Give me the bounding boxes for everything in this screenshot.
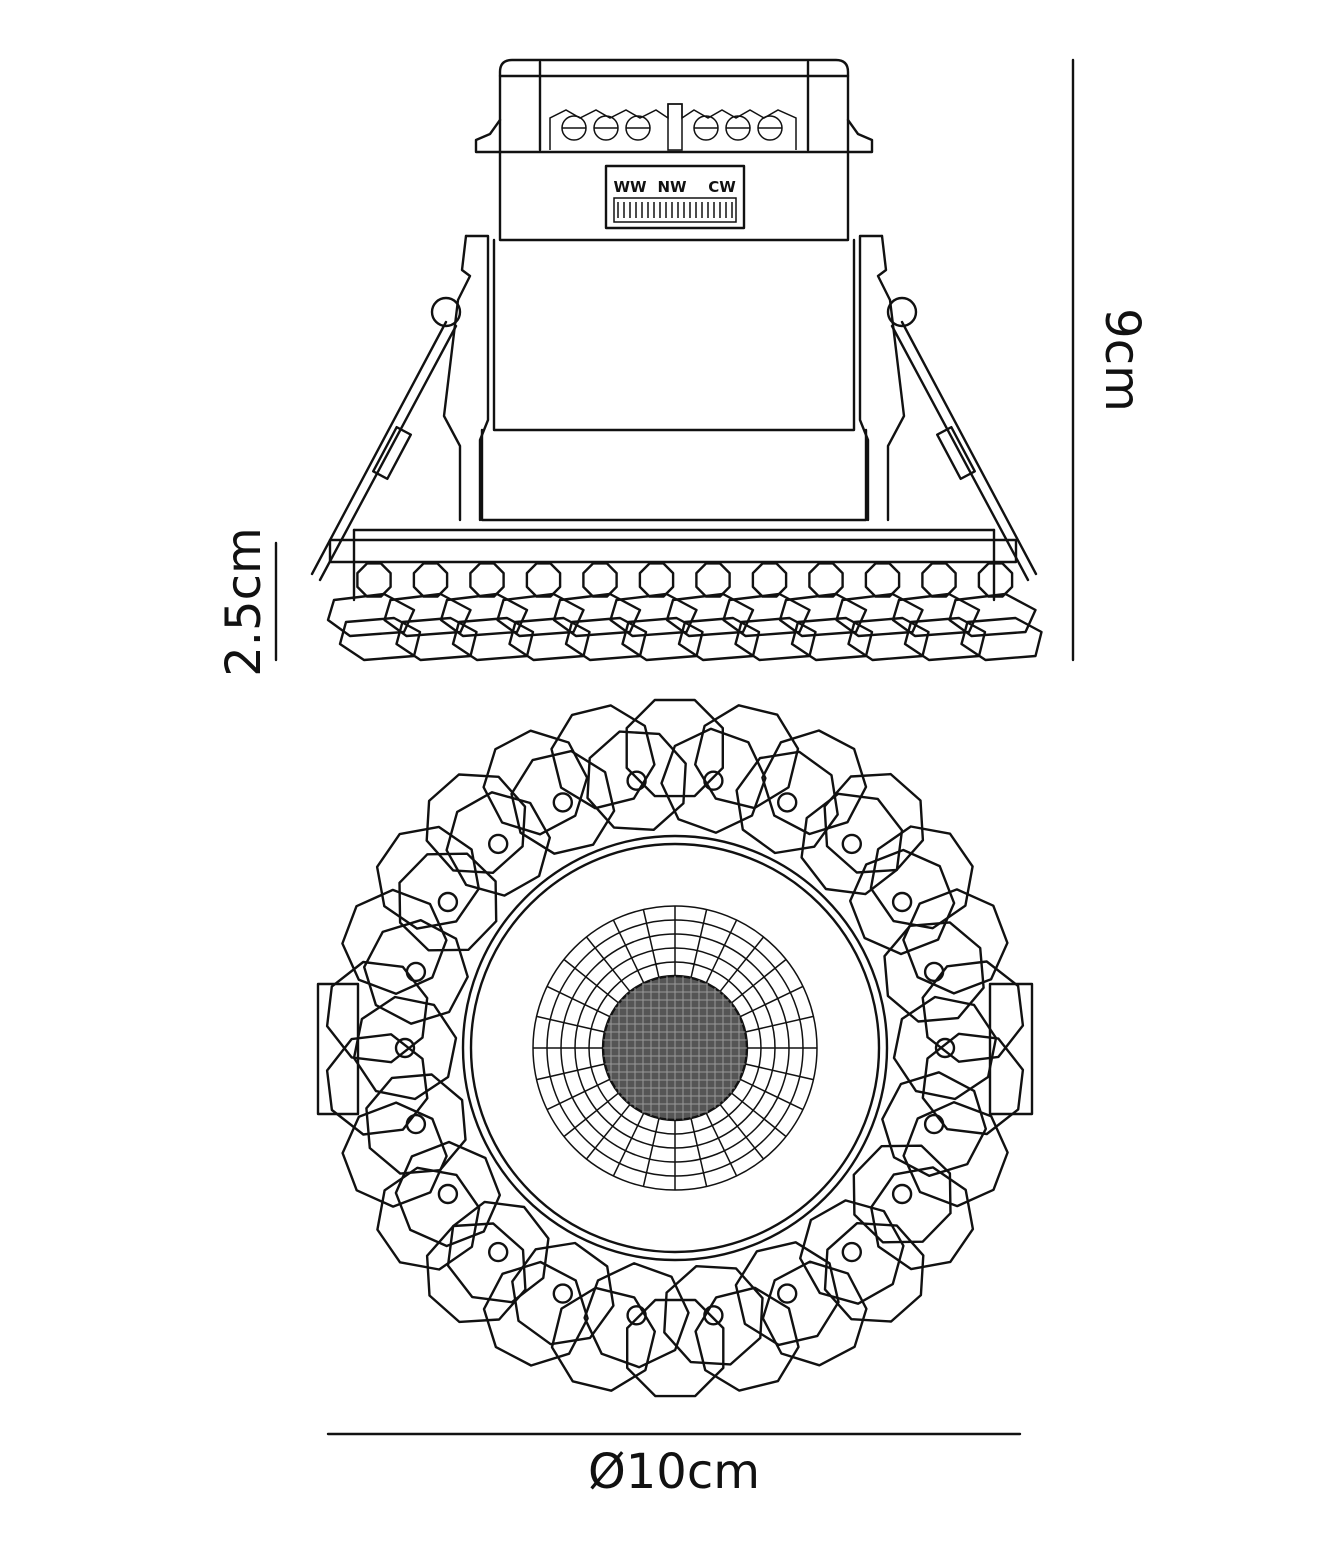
switch-label-cw: CW bbox=[708, 178, 736, 196]
switch-label-nw: NW bbox=[657, 178, 687, 196]
led-chip bbox=[603, 976, 747, 1120]
dim-height-total: 9cm bbox=[1094, 308, 1150, 412]
cct-switch: WW NW CW bbox=[604, 164, 746, 230]
switch-label-ww: WW bbox=[613, 178, 647, 196]
dim-height-trim: 2.5cm bbox=[216, 527, 272, 676]
lamp-body bbox=[310, 234, 1038, 602]
side-view: WW NW CW bbox=[216, 58, 1150, 677]
crystal-ring-front bbox=[352, 727, 998, 1369]
crystal-row-side bbox=[326, 562, 1043, 662]
dim-diameter: Ø10cm bbox=[588, 1444, 760, 1500]
lens-reflector bbox=[532, 905, 818, 1191]
crystal-ring-back bbox=[325, 698, 1025, 1398]
terminal-box bbox=[474, 58, 874, 242]
front-view: Ø10cm bbox=[316, 698, 1034, 1500]
